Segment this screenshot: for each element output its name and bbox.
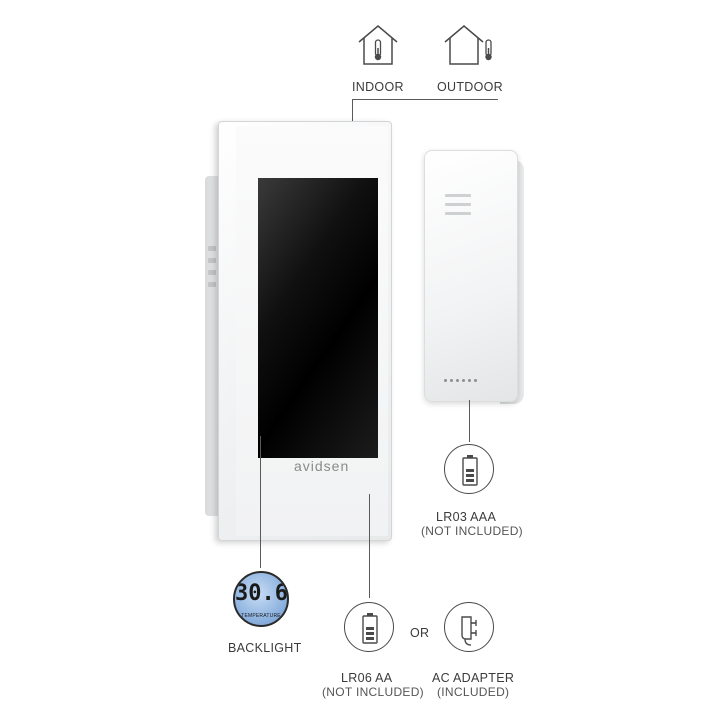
or-label: OR: [410, 626, 430, 640]
side-button: [208, 258, 216, 263]
sensor-led: [456, 379, 459, 382]
sensor-led: [474, 379, 477, 382]
outdoor-sensor: [424, 150, 518, 402]
indoor-label: INDOOR: [352, 80, 404, 94]
side-button: [208, 282, 216, 287]
backlight-pointer-line: [260, 436, 261, 568]
lr03-note: (NOT INCLUDED): [421, 524, 523, 538]
sensor-led: [462, 379, 465, 382]
sensor-vent: [445, 212, 471, 215]
sensor-led: [468, 379, 471, 382]
label-connector-horizontal: [352, 99, 498, 100]
side-button: [208, 246, 216, 251]
battery-aaa-icon: [444, 444, 494, 494]
badge-caption: TEMPERATURE: [241, 613, 281, 619]
battery-aa-icon: [344, 602, 394, 652]
lr06-note: (NOT INCLUDED): [322, 685, 424, 699]
sensor-vent: [445, 194, 471, 197]
display-screen: [258, 178, 378, 458]
ac-adapter-icon: [444, 602, 494, 652]
side-button: [208, 270, 216, 275]
lr06-label: LR06 AA: [341, 671, 393, 685]
brand-logo: avidsen: [294, 458, 350, 474]
sensor-vent: [445, 203, 471, 206]
battery-aaa-pointer-line: [469, 400, 470, 442]
sensor-led: [450, 379, 453, 382]
badge-reading: 30.6: [235, 581, 288, 606]
outdoor-label: OUTDOOR: [437, 80, 503, 94]
lr03-label: LR03 AAA: [436, 510, 497, 524]
indoor-house-icon: [356, 22, 400, 66]
ac-adapter-label: AC ADAPTER: [432, 671, 515, 685]
backlight-label: BACKLIGHT: [228, 641, 302, 655]
battery-aa-pointer-line: [369, 494, 370, 598]
sensor-led: [444, 379, 447, 382]
backlight-display-badge: 30.6 TEMPERATURE: [233, 571, 289, 627]
outdoor-house-icon: [442, 22, 500, 66]
ac-adapter-note: (INCLUDED): [437, 685, 510, 699]
